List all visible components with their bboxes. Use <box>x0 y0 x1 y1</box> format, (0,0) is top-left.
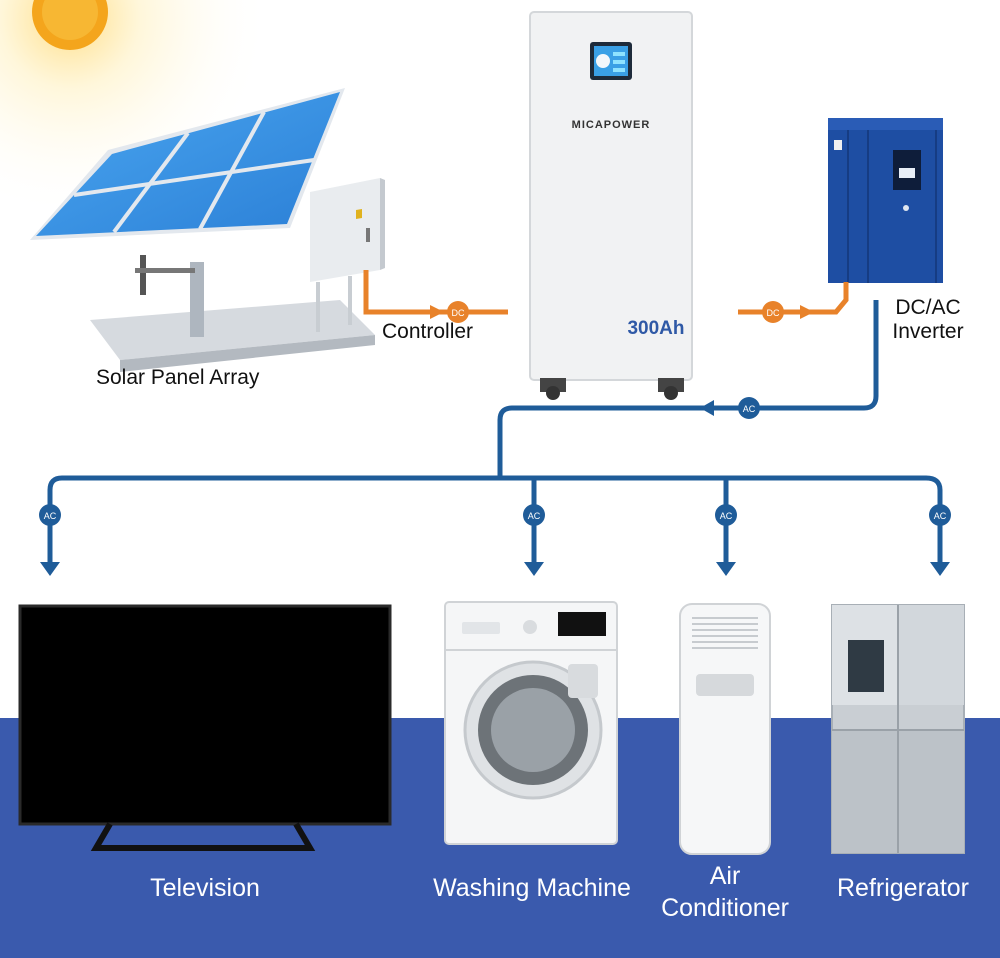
dc-badge-inverter: DC <box>762 301 784 323</box>
television <box>18 604 392 851</box>
svg-text:AC: AC <box>720 511 733 521</box>
ac-badge-inverter: AC <box>738 397 760 419</box>
ac-badge-washer: AC <box>523 504 545 526</box>
refrigerator <box>831 604 965 854</box>
ac-badge-tv: AC <box>39 504 61 526</box>
air-conditioner-label-line2: Conditioner <box>661 894 789 922</box>
svg-text:AC: AC <box>44 511 57 521</box>
solar-panel-array <box>30 88 385 372</box>
battery-brand: MICAPOWER <box>572 119 651 131</box>
controller-label: Controller <box>382 320 474 343</box>
svg-text:AC: AC <box>528 511 541 521</box>
air-conditioner <box>679 603 771 855</box>
air-conditioner-label-line1: Air <box>709 862 741 890</box>
inverter-label-line1: DC/AC <box>895 296 961 319</box>
dc-badge-controller: DC <box>447 301 469 323</box>
dc-badge-label: DC <box>452 308 465 318</box>
svg-text:AC: AC <box>743 404 756 414</box>
television-label: Television <box>150 874 260 902</box>
battery-capacity: 300Ah <box>627 318 684 339</box>
inverter-label-line2: Inverter <box>892 320 964 343</box>
dc-ac-inverter <box>828 118 943 283</box>
washing-machine-label: Washing Machine <box>433 874 631 902</box>
solar-panel-array-label: Solar Panel Array <box>96 366 260 389</box>
ac-badge-fridge: AC <box>929 504 951 526</box>
battery-cabinet: MICAPOWER 300Ah <box>529 11 693 400</box>
dc-badge-label: DC <box>767 308 780 318</box>
ac-arrows <box>40 400 950 576</box>
refrigerator-label: Refrigerator <box>837 874 969 902</box>
svg-text:AC: AC <box>934 511 947 521</box>
dc-arrows <box>430 305 814 319</box>
ac-badge-aircon: AC <box>715 504 737 526</box>
washing-machine <box>444 601 618 845</box>
